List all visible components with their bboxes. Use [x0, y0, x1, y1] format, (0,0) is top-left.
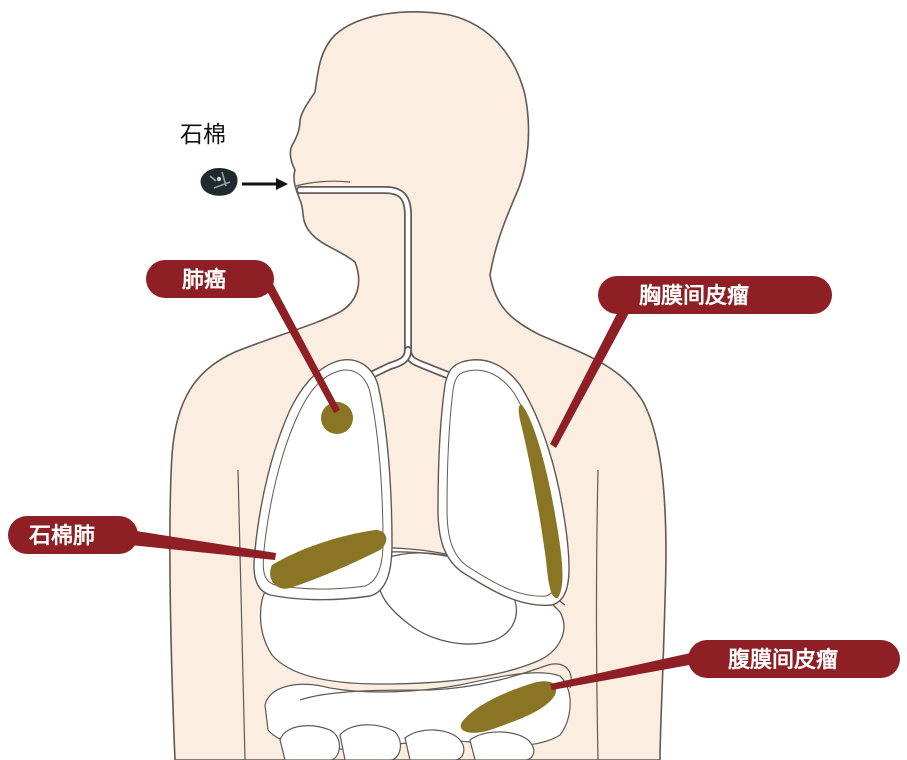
- arrow-right-icon: [242, 178, 288, 190]
- asbestos-particle-icon: [201, 168, 238, 196]
- asbestos-label: 石棉: [180, 122, 226, 148]
- asbestosis-label: 石棉肺: [28, 523, 95, 549]
- lung-cancer-label: 肺癌: [182, 267, 226, 293]
- peritoneal-mesothelioma-label: 腹膜间皮瘤: [728, 647, 838, 673]
- pleural-mesothelioma-label: 胸膜间皮瘤: [639, 283, 749, 309]
